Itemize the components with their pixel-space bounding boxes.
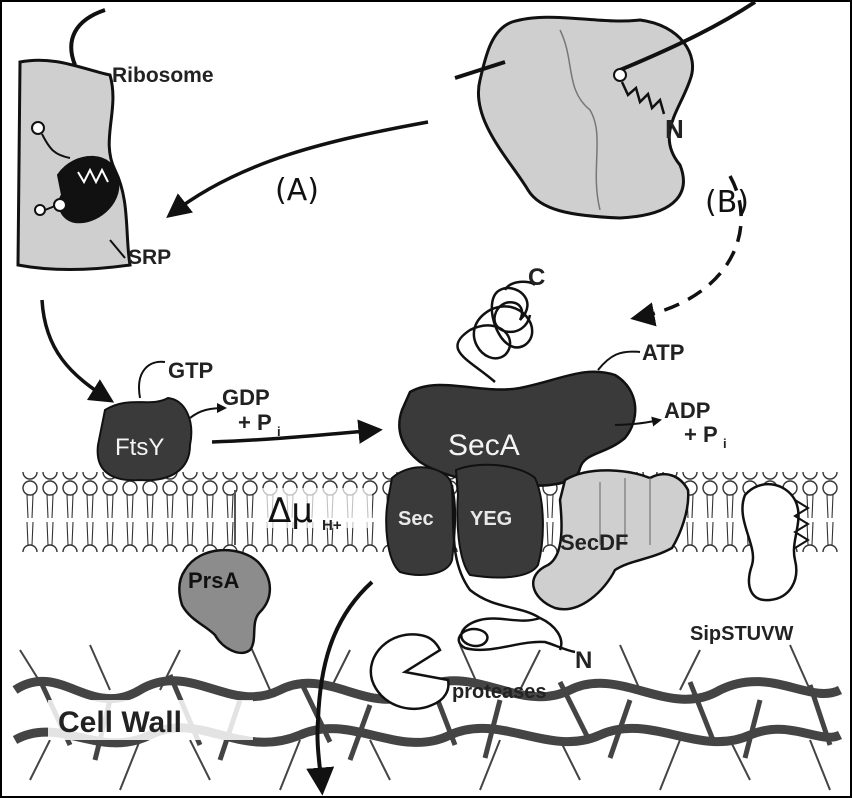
secdf-label: SecDF [560, 530, 628, 555]
ftsy-label: FtsY [115, 434, 164, 461]
gtp-label: GTP [168, 358, 213, 383]
path-b-label: (B) [705, 185, 749, 220]
delta-mu-subscript: H+ [322, 517, 342, 534]
sipstuvw-label: SipSTUVW [690, 623, 793, 645]
pi-right-subscript: i [723, 436, 727, 451]
sec-label: Sec [398, 508, 434, 530]
proteases-label: proteases [452, 681, 547, 703]
c-terminus-label: C [528, 264, 545, 291]
delta-mu-label: Δμ [268, 491, 313, 531]
sipstuvw-protein [742, 484, 798, 600]
path-a-label: (A) [275, 173, 319, 208]
srp-label: SRP [128, 246, 171, 269]
pi-right-label: + P [684, 422, 718, 447]
gdp-label: GDP [222, 385, 270, 410]
n-terminus-bottom-label: N [575, 647, 592, 674]
yeg-label: YEG [470, 508, 512, 530]
pi-left-label: + P [238, 410, 272, 435]
adp-label: ADP [664, 398, 710, 423]
n-terminus-top-label: N [665, 114, 684, 144]
atp-label: ATP [642, 340, 684, 365]
ribosome-label: Ribosome [112, 64, 214, 87]
cell-wall-label: Cell Wall [58, 706, 182, 739]
prsa-label: PrsA [188, 568, 239, 593]
seca-label: SecA [448, 429, 520, 462]
